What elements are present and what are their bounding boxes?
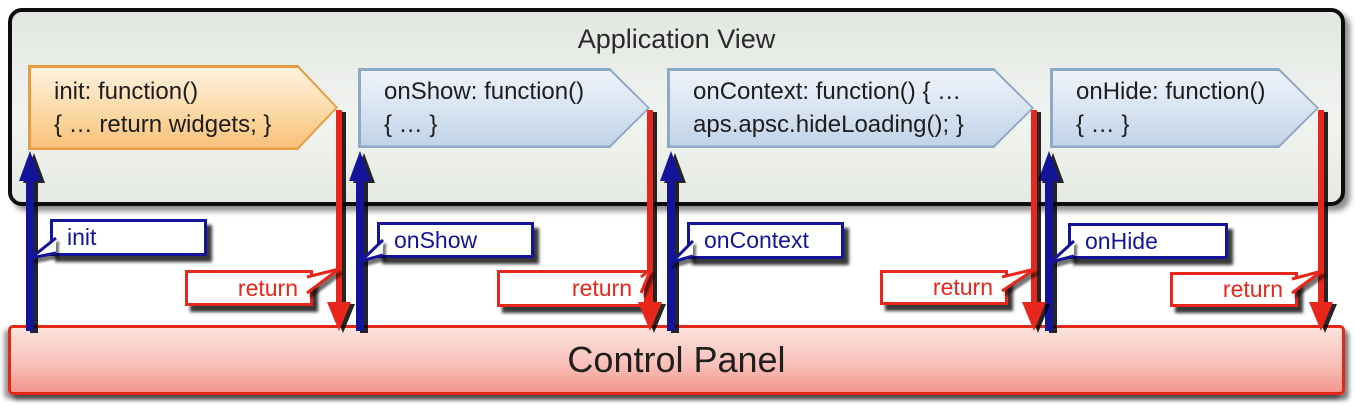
call-label-onshow: onShow — [377, 222, 534, 258]
handler-onshow-line2: { … } — [384, 111, 438, 138]
return-label-oncontext-text: return — [932, 274, 993, 300]
call-label-init: init — [50, 219, 207, 256]
call-label-init-text: init — [67, 224, 97, 250]
return-label-onhide: return — [1170, 272, 1298, 307]
return-label-onhide-text: return — [1222, 276, 1283, 302]
return-label-onshow: return — [497, 270, 647, 307]
handler-code-init: init: function() { … return widgets; } — [54, 75, 271, 141]
call-label-onhide: onHide — [1068, 223, 1228, 259]
handler-code-oncontext: onContext: function() { … aps.apsc.hideL… — [693, 75, 964, 141]
handler-box-onhide-fill — [1053, 71, 1317, 146]
application-view-title: Application View — [577, 24, 776, 54]
handler-box-onshow-fill — [361, 71, 648, 146]
call-label-onhide-text: onHide — [1085, 227, 1158, 254]
handler-onshow-line1: onShow: function() — [384, 78, 585, 105]
control-panel-title: Control Panel — [567, 339, 786, 380]
handler-init-line1: init: function() — [54, 77, 199, 105]
return-label-oncontext: return — [880, 270, 1008, 305]
handler-oncontext-line1: onContext: function() { … — [693, 78, 962, 105]
handler-box-init: init: function() { … return widgets; } — [28, 65, 338, 150]
return-label-onshow-text: return — [571, 275, 632, 301]
handler-onhide-line2: { … } — [1076, 111, 1130, 138]
call-label-onshow-text: onShow — [394, 226, 478, 253]
handler-code-onshow: onShow: function() { … } — [384, 75, 584, 141]
handler-box-init-fill — [31, 68, 336, 148]
handler-box-onhide: onHide: function() { … } — [1050, 68, 1319, 148]
call-label-oncontext: onContext — [687, 222, 844, 259]
return-label-init-text: return — [237, 274, 298, 301]
call-label-oncontext-text: onContext — [704, 227, 809, 253]
handler-onhide-line1: onHide: function() — [1076, 78, 1266, 105]
handler-box-oncontext-fill — [670, 71, 1032, 146]
handler-box-onshow: onShow: function() { … } — [358, 68, 650, 148]
handler-oncontext-line2: aps.apsc.hideLoading(); } — [693, 111, 964, 138]
control-panel-box: Control Panel — [8, 325, 1345, 395]
return-label-init: return — [185, 270, 313, 306]
handler-init-line2: { … return widgets; } — [54, 110, 272, 138]
handler-code-onhide: onHide: function() { … } — [1076, 75, 1265, 141]
handler-box-oncontext: onContext: function() { … aps.apsc.hideL… — [667, 68, 1034, 148]
